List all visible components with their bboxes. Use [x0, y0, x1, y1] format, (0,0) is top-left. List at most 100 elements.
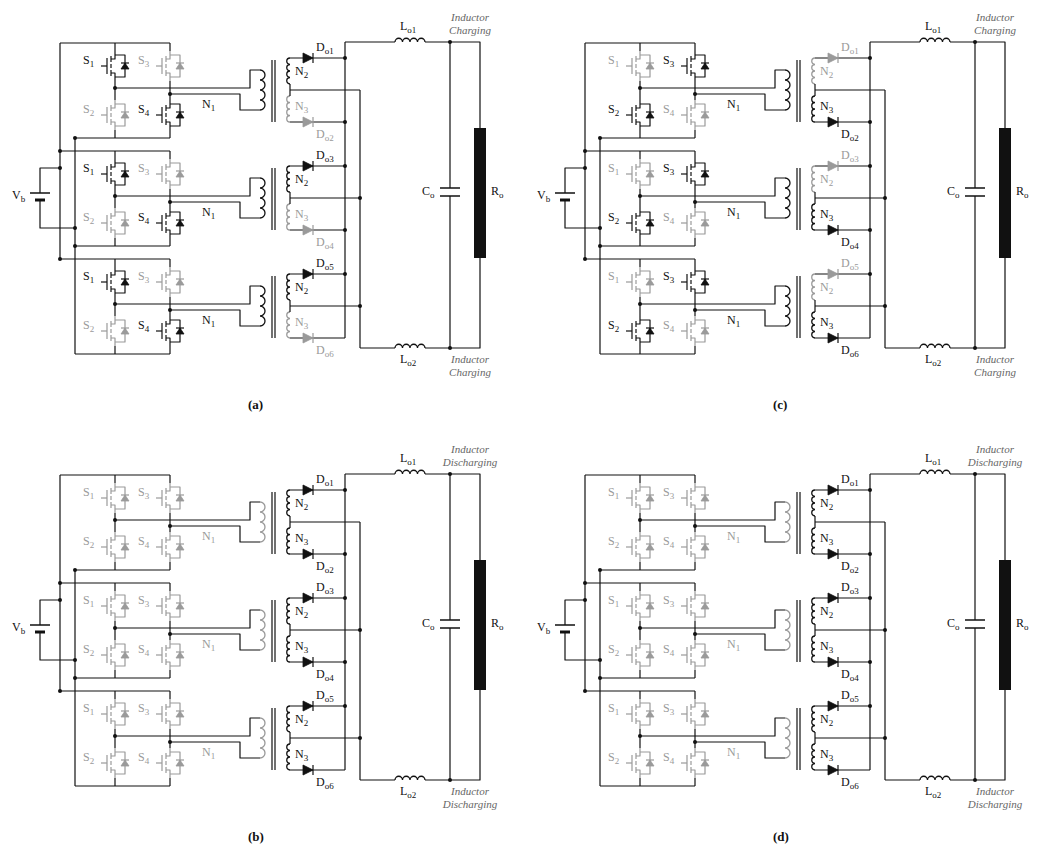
diode-symbol	[828, 657, 838, 667]
bridge-leg	[639, 189, 640, 208]
inductor-label: Lo2	[925, 353, 941, 368]
mosfet-symbol	[635, 280, 636, 284]
mosfet-symbol	[166, 51, 170, 59]
winding-label: N1	[202, 206, 215, 221]
dc-bus	[75, 245, 170, 246]
resistor-symbol	[999, 560, 1011, 690]
switch-label: S3	[663, 702, 674, 717]
junction-dot	[693, 200, 697, 204]
inductor-symbol	[395, 776, 425, 780]
junction-dot	[583, 257, 587, 261]
body-diode	[646, 220, 654, 226]
bridge-leg	[639, 729, 640, 748]
return-bus	[359, 522, 360, 780]
switch-label: S2	[608, 535, 619, 550]
converter-panel	[555, 38, 1011, 354]
junction-dot	[168, 92, 172, 96]
mosfet-symbol	[165, 113, 166, 117]
converter-panel	[30, 470, 486, 786]
winding-label: N1	[727, 530, 740, 545]
winding-label: N2	[295, 281, 308, 296]
inductor-symbol	[395, 344, 425, 348]
bridge-leg	[114, 778, 115, 786]
junction-dot	[73, 658, 77, 662]
transformer-winding	[785, 70, 790, 110]
body-diode	[646, 495, 654, 501]
winding-label: N1	[202, 98, 215, 113]
mosfet-symbol	[111, 770, 115, 778]
battery-lead	[565, 600, 585, 625]
mosfet-symbol	[165, 56, 166, 62]
diode-symbol	[837, 117, 838, 127]
mosfet-symbol	[156, 713, 162, 714]
mosfet-symbol	[110, 164, 111, 170]
diode-symbol	[828, 117, 838, 127]
mosfet-symbol	[166, 699, 170, 707]
diode-symbol	[828, 269, 838, 279]
mosfet-symbol	[111, 230, 115, 238]
body-diode	[646, 62, 654, 63]
bridge-leg	[114, 583, 115, 591]
body-diode	[646, 328, 654, 334]
transformer-winding	[785, 178, 790, 218]
body-diode	[176, 279, 184, 285]
mosfet-symbol	[166, 289, 170, 297]
mosfet-symbol	[691, 662, 695, 670]
mosfet-symbol	[690, 164, 691, 170]
center-tap	[815, 89, 885, 90]
winding-label: N3	[820, 532, 833, 547]
mosfet-symbol	[626, 65, 632, 66]
mosfet-symbol	[165, 280, 166, 284]
mosfet-symbol	[165, 213, 166, 219]
body-diode	[121, 495, 129, 501]
mosfet-symbol	[165, 712, 166, 716]
diode-symbol	[828, 765, 838, 775]
transformer-core	[271, 276, 272, 338]
diode-symbol	[828, 333, 838, 343]
mosfet-symbol	[681, 605, 687, 606]
mosfet-symbol	[690, 172, 691, 176]
diode-label: Do4	[316, 668, 334, 683]
transformer-core	[274, 492, 275, 554]
mosfet-symbol	[626, 281, 632, 282]
wire	[950, 42, 1005, 128]
body-diode	[646, 543, 654, 544]
transformer-core	[796, 60, 797, 122]
bridge-leg	[169, 583, 170, 591]
center-tap	[290, 629, 360, 630]
transformer-winding	[287, 490, 290, 516]
transformer-winding	[260, 70, 265, 110]
bridge-leg	[639, 475, 640, 483]
mosfet-symbol	[636, 289, 640, 297]
wire	[640, 502, 785, 520]
wire	[950, 474, 1005, 560]
battery-lead	[40, 168, 60, 193]
transformer-core	[796, 492, 797, 554]
bridge-leg	[694, 297, 695, 316]
wire	[425, 258, 480, 348]
transformer-winding	[287, 166, 290, 192]
mode-note: Inductor Charging	[437, 11, 503, 37]
body-diode	[646, 760, 654, 766]
body-diode	[701, 543, 709, 544]
switch-label: S2	[608, 211, 619, 226]
junction-dot	[113, 302, 117, 306]
mosfet-symbol	[690, 213, 691, 219]
mosfet-symbol	[681, 173, 687, 174]
junction-dot	[638, 302, 642, 306]
transformer-winding	[812, 312, 815, 338]
body-diode	[121, 710, 129, 711]
capacitor-symbol	[440, 195, 460, 197]
junction-dot	[598, 136, 602, 140]
mosfet-symbol	[110, 321, 111, 327]
transformer-core	[274, 60, 275, 122]
mosfet-symbol	[635, 537, 636, 543]
inductor-label: Lo1	[925, 20, 941, 35]
battery-lead	[40, 200, 75, 228]
bridge-leg	[169, 475, 170, 483]
source-label: Vb	[12, 189, 25, 204]
switch-label: S2	[608, 103, 619, 118]
transformer-winding	[812, 706, 815, 732]
winding-label: N3	[295, 532, 308, 547]
diode-label: Do1	[841, 41, 859, 56]
